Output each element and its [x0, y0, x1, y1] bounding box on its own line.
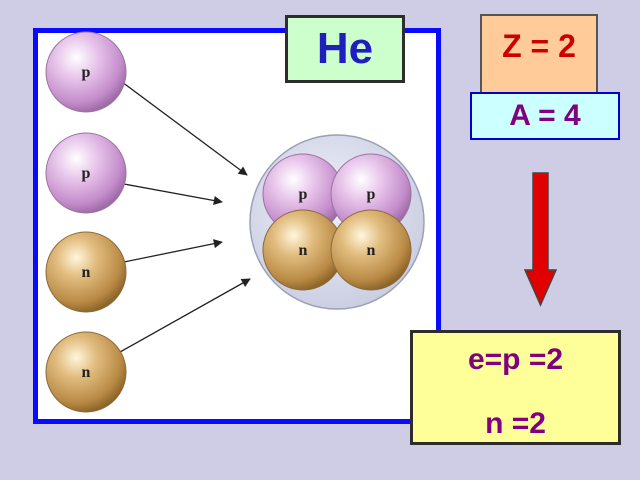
neutron-label: n	[82, 264, 91, 281]
proton-label: p	[82, 64, 91, 81]
mass-number-box: A = 4	[470, 92, 620, 140]
proton-particle: p	[45, 31, 127, 113]
arrow-neutron-2	[119, 278, 251, 353]
proton-label: p	[82, 165, 91, 182]
electron-proton-count: e=p =2	[467, 343, 564, 376]
element-symbol-box: He	[285, 15, 405, 83]
neutron-count: n =2	[485, 407, 546, 440]
arrow-proton-1	[121, 81, 248, 176]
arrow-proton-2	[123, 183, 223, 205]
neutron-particle: n	[45, 331, 127, 413]
neutron-particle: n	[45, 231, 127, 313]
neutron-label: n	[299, 242, 308, 259]
proton-label: p	[367, 186, 376, 203]
proton-particle: p	[45, 132, 127, 214]
neutron-label: n	[367, 242, 376, 259]
arrow-neutron-1	[123, 239, 223, 263]
neutron-label: n	[82, 364, 91, 381]
down-arrow-icon	[523, 172, 558, 307]
particle-count-box: e=p =2 n =2	[410, 330, 621, 445]
nucleus-neutron: n	[330, 209, 412, 291]
atomic-number-box: Z = 2	[480, 14, 598, 94]
proton-label: p	[299, 186, 308, 203]
